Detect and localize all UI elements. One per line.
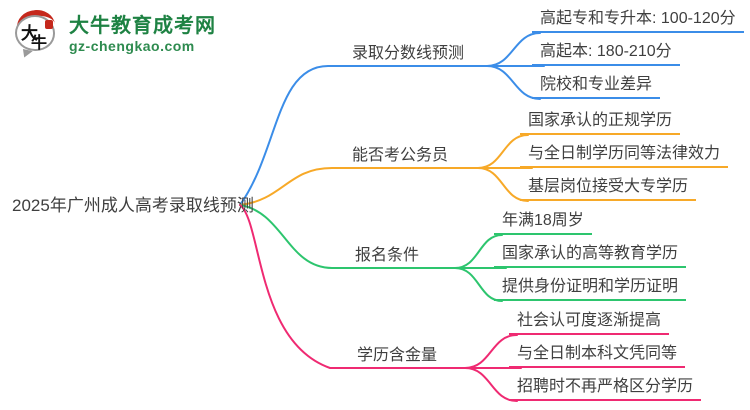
child-node[interactable]: 提供身份证明和学历证明 (494, 278, 687, 301)
logo-char-da: 大 (21, 24, 38, 43)
child-node[interactable]: 基层岗位接受大专学历 (520, 178, 697, 201)
branch-3-connectors (239, 204, 522, 402)
child-node[interactable]: 国家承认的正规学历 (520, 112, 681, 135)
root-topic-node[interactable]: 2025年广州成人高考录取线预测 (12, 196, 254, 215)
logo-char-niu: 牛 (31, 35, 48, 52)
child-node[interactable]: 与全日制学历同等法律效力 (520, 145, 729, 168)
logo-domain: gz-chengkao.com (69, 38, 195, 54)
logo-text: 大牛教育成考网 gz-chengkao.com (69, 10, 216, 54)
logo-title: 大牛教育成考网 (69, 15, 216, 37)
child-node[interactable]: 社会认可度逐渐提高 (509, 312, 670, 335)
branch-1-connectors (239, 134, 533, 206)
logo-bubble-icon: 大 牛 (14, 8, 60, 59)
child-node[interactable]: 国家承认的高等教育学历 (494, 245, 687, 268)
branch-node-degree-value[interactable]: 学历含金量 (357, 347, 438, 364)
branch-node-admission-score[interactable]: 录取分数线预测 (352, 45, 465, 62)
logo-seal-icon (45, 20, 53, 29)
child-node[interactable]: 高起专和专升本: 100-120分 (532, 10, 744, 33)
branch-node-civil-service[interactable]: 能否考公务员 (352, 147, 449, 164)
child-node[interactable]: 年满18周岁 (494, 212, 592, 235)
child-node[interactable]: 院校和专业差异 (532, 76, 661, 99)
child-node[interactable]: 高起本: 180-210分 (532, 43, 680, 66)
child-node[interactable]: 招聘时不再严格区分学历 (509, 378, 702, 401)
branch-node-requirements[interactable]: 报名条件 (355, 247, 420, 264)
child-node[interactable]: 与全日制本科文凭同等 (509, 345, 686, 368)
site-logo: 大 牛 大牛教育成考网 gz-chengkao.com (14, 8, 216, 59)
